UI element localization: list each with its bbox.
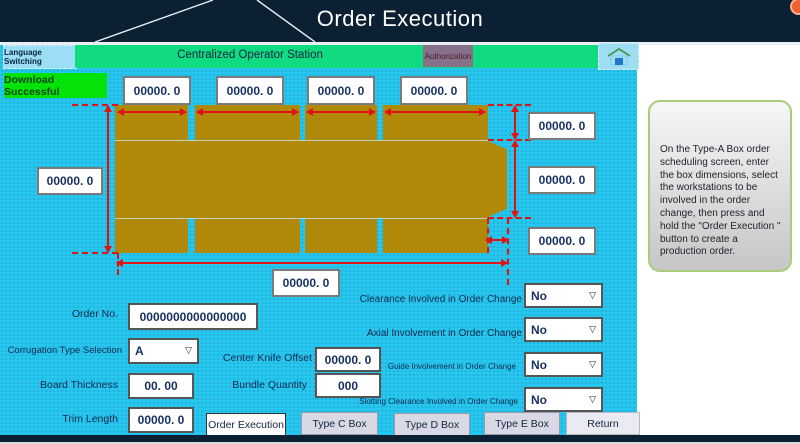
dropdown-axial[interactable]: No <box>524 317 603 342</box>
bottom-bar <box>0 435 800 442</box>
trim-length-field[interactable]: 00000. 0 <box>128 407 194 433</box>
dropdown-clearance[interactable]: No <box>524 283 603 308</box>
dimension-arrow <box>486 239 508 241</box>
download-status-banner: Download Successful <box>4 73 107 98</box>
dimension-arrow <box>117 262 507 264</box>
box-flap-bottom-4 <box>383 218 488 253</box>
dropdown-slotting[interactable]: No <box>524 387 603 412</box>
dimension-arrow <box>385 111 485 113</box>
chevron-down-icon <box>185 345 192 356</box>
dim-field-right-2[interactable]: 00000. 0 <box>528 166 596 194</box>
dim-field-left[interactable]: 00000. 0 <box>37 167 103 195</box>
corrugation-type-label: Corrugation Type Selection <box>7 345 122 356</box>
bottom-edge <box>0 442 800 444</box>
bundle-quantity-label: Bundle Quantity <box>232 379 307 391</box>
slotting-change-label: Slotting Clearance Involved in Order Cha… <box>359 397 518 406</box>
order-no-label: Order No. <box>71 308 118 320</box>
chevron-down-icon <box>589 324 596 335</box>
dashed-extension <box>117 253 119 275</box>
dimension-arrow <box>514 106 516 139</box>
box-glue-tab <box>488 141 507 217</box>
dim-field-top-1[interactable]: 00000. 0 <box>123 76 191 105</box>
dimension-arrow <box>107 106 109 252</box>
box-flap-bottom-2 <box>195 218 300 253</box>
dim-field-right-3[interactable]: 00000. 0 <box>528 227 596 255</box>
dim-field-bottom[interactable]: 00000. 0 <box>272 269 340 297</box>
dimension-arrow <box>307 111 375 113</box>
dashed-extension <box>488 217 531 219</box>
box-flap-bottom-3 <box>305 218 377 253</box>
corrugation-type-select[interactable]: A <box>128 338 199 364</box>
title-bar: Order Execution <box>0 0 800 42</box>
language-switching-button[interactable]: Language Switching <box>3 45 77 69</box>
chevron-down-icon <box>589 290 596 301</box>
dim-field-top-4[interactable]: 00000. 0 <box>400 76 468 105</box>
dashed-extension <box>72 104 118 106</box>
dim-field-right-1[interactable]: 00000. 0 <box>528 112 596 140</box>
chevron-down-icon <box>589 394 596 405</box>
dashed-extension <box>507 218 509 285</box>
dashed-extension <box>488 104 531 106</box>
dimension-arrow <box>514 141 516 217</box>
dim-field-top-2[interactable]: 00000. 0 <box>216 76 284 105</box>
box-body <box>115 140 488 218</box>
center-knife-offset-field[interactable]: 00000. 0 <box>315 347 381 372</box>
box-flap-bottom-1 <box>115 218 188 253</box>
type-c-box-button[interactable]: Type C Box <box>301 412 378 435</box>
board-thickness-field[interactable]: 00. 00 <box>128 373 194 399</box>
crease-line <box>115 218 488 219</box>
trim-length-label: Trim Length <box>62 413 118 425</box>
notification-dot-icon <box>790 0 800 15</box>
home-button[interactable] <box>598 43 639 70</box>
authorization-button[interactable]: Authorization <box>423 45 473 67</box>
page-title: Order Execution <box>316 6 484 31</box>
dashed-extension <box>487 218 489 253</box>
bundle-quantity-field[interactable]: 000 <box>315 373 381 398</box>
station-title: Centralized Operator Station <box>177 49 323 61</box>
dim-field-top-3[interactable]: 00000. 0 <box>307 76 375 105</box>
dropdown-guide[interactable]: No <box>524 352 603 377</box>
dashed-extension <box>488 139 531 141</box>
crease-line <box>115 140 488 141</box>
dimension-arrow <box>197 111 298 113</box>
guide-change-label: Guide Involvement in Order Change <box>387 362 516 371</box>
return-button[interactable]: Return <box>566 412 640 435</box>
board-thickness-label: Board Thickness <box>39 379 118 391</box>
instruction-text: On the Type-A Box order scheduling scree… <box>660 144 781 258</box>
dashed-extension <box>72 252 118 254</box>
order-execution-button[interactable]: Order Execution <box>206 413 286 436</box>
diagonal-lines-decoration <box>94 0 316 42</box>
instruction-panel: On the Type-A Box order scheduling scree… <box>648 100 792 272</box>
dimension-arrow <box>118 111 186 113</box>
chevron-down-icon <box>589 359 596 370</box>
axial-change-label: Axial Involvement in Order Change <box>366 328 522 339</box>
clearance-change-label: Clearance Involved in Order Change <box>359 294 522 305</box>
type-e-box-button[interactable]: Type E Box <box>484 412 560 435</box>
home-icon <box>607 47 630 65</box>
order-no-field[interactable]: 0000000000000000 <box>128 303 258 330</box>
divider <box>0 42 800 45</box>
center-knife-offset-label: Center Knife Offset <box>222 352 312 364</box>
type-d-box-button[interactable]: Type D Box <box>394 413 470 436</box>
